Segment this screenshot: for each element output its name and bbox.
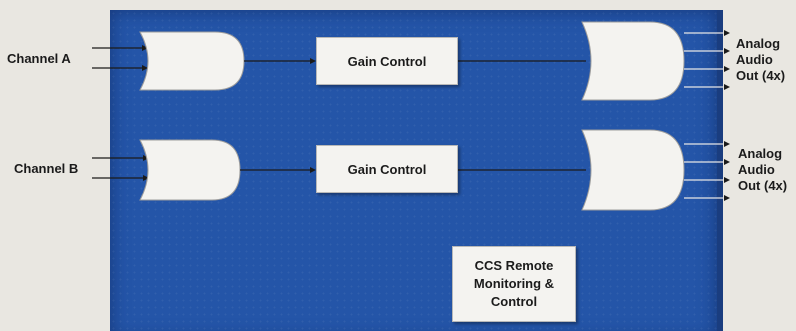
input-b-arrowhead-1 bbox=[143, 155, 149, 161]
gain-control-a-label: Gain Control bbox=[347, 53, 427, 69]
output-splitter-top bbox=[581, 21, 685, 101]
ccs-remote-block: CCS Remote Monitoring & Control bbox=[452, 246, 576, 322]
output-bottom-line-1: Analog bbox=[738, 146, 783, 161]
arrowhead-gain-b bbox=[310, 167, 316, 173]
gain-control-b: Gain Control bbox=[316, 145, 458, 193]
output-top-line-1: Analog bbox=[736, 36, 781, 51]
output-splitter-bottom bbox=[581, 129, 685, 211]
ccs-line-1: CCS Remote bbox=[474, 258, 554, 273]
channel-b-label: Channel B bbox=[14, 161, 79, 176]
channel-a-label: Channel A bbox=[7, 51, 71, 66]
arrowhead-gain-a bbox=[310, 58, 316, 64]
out-bottom-arrowhead-4 bbox=[724, 195, 730, 201]
output-bottom-line-3: Out (4x) bbox=[738, 178, 788, 193]
input-b-arrowhead-2 bbox=[143, 175, 149, 181]
input-combiner-b bbox=[139, 139, 241, 201]
out-bottom-arrowhead-3 bbox=[724, 177, 730, 183]
output-top-label: Analog Audio Out (4x) bbox=[736, 36, 785, 84]
gain-control-a: Gain Control bbox=[316, 37, 458, 85]
out-top-arrowhead-4 bbox=[724, 84, 730, 90]
input-combiner-a bbox=[139, 31, 245, 91]
input-a-arrowhead-1 bbox=[142, 45, 148, 51]
gain-control-b-label: Gain Control bbox=[347, 161, 427, 177]
output-bottom-line-2: Audio bbox=[738, 162, 775, 177]
out-bottom-arrowhead-1 bbox=[724, 141, 730, 147]
ccs-line-2: Monitoring & bbox=[473, 276, 555, 291]
out-top-arrowhead-1 bbox=[724, 30, 730, 36]
output-top-line-2: Audio bbox=[736, 52, 773, 67]
out-bottom-arrowhead-2 bbox=[724, 159, 730, 165]
output-bottom-label: Analog Audio Out (4x) bbox=[738, 146, 787, 194]
input-a-arrowhead-2 bbox=[142, 65, 148, 71]
out-top-arrowhead-2 bbox=[724, 48, 730, 54]
ccs-line-3: Control bbox=[490, 294, 538, 309]
out-top-arrowhead-3 bbox=[724, 66, 730, 72]
output-top-line-3: Out (4x) bbox=[736, 68, 786, 83]
